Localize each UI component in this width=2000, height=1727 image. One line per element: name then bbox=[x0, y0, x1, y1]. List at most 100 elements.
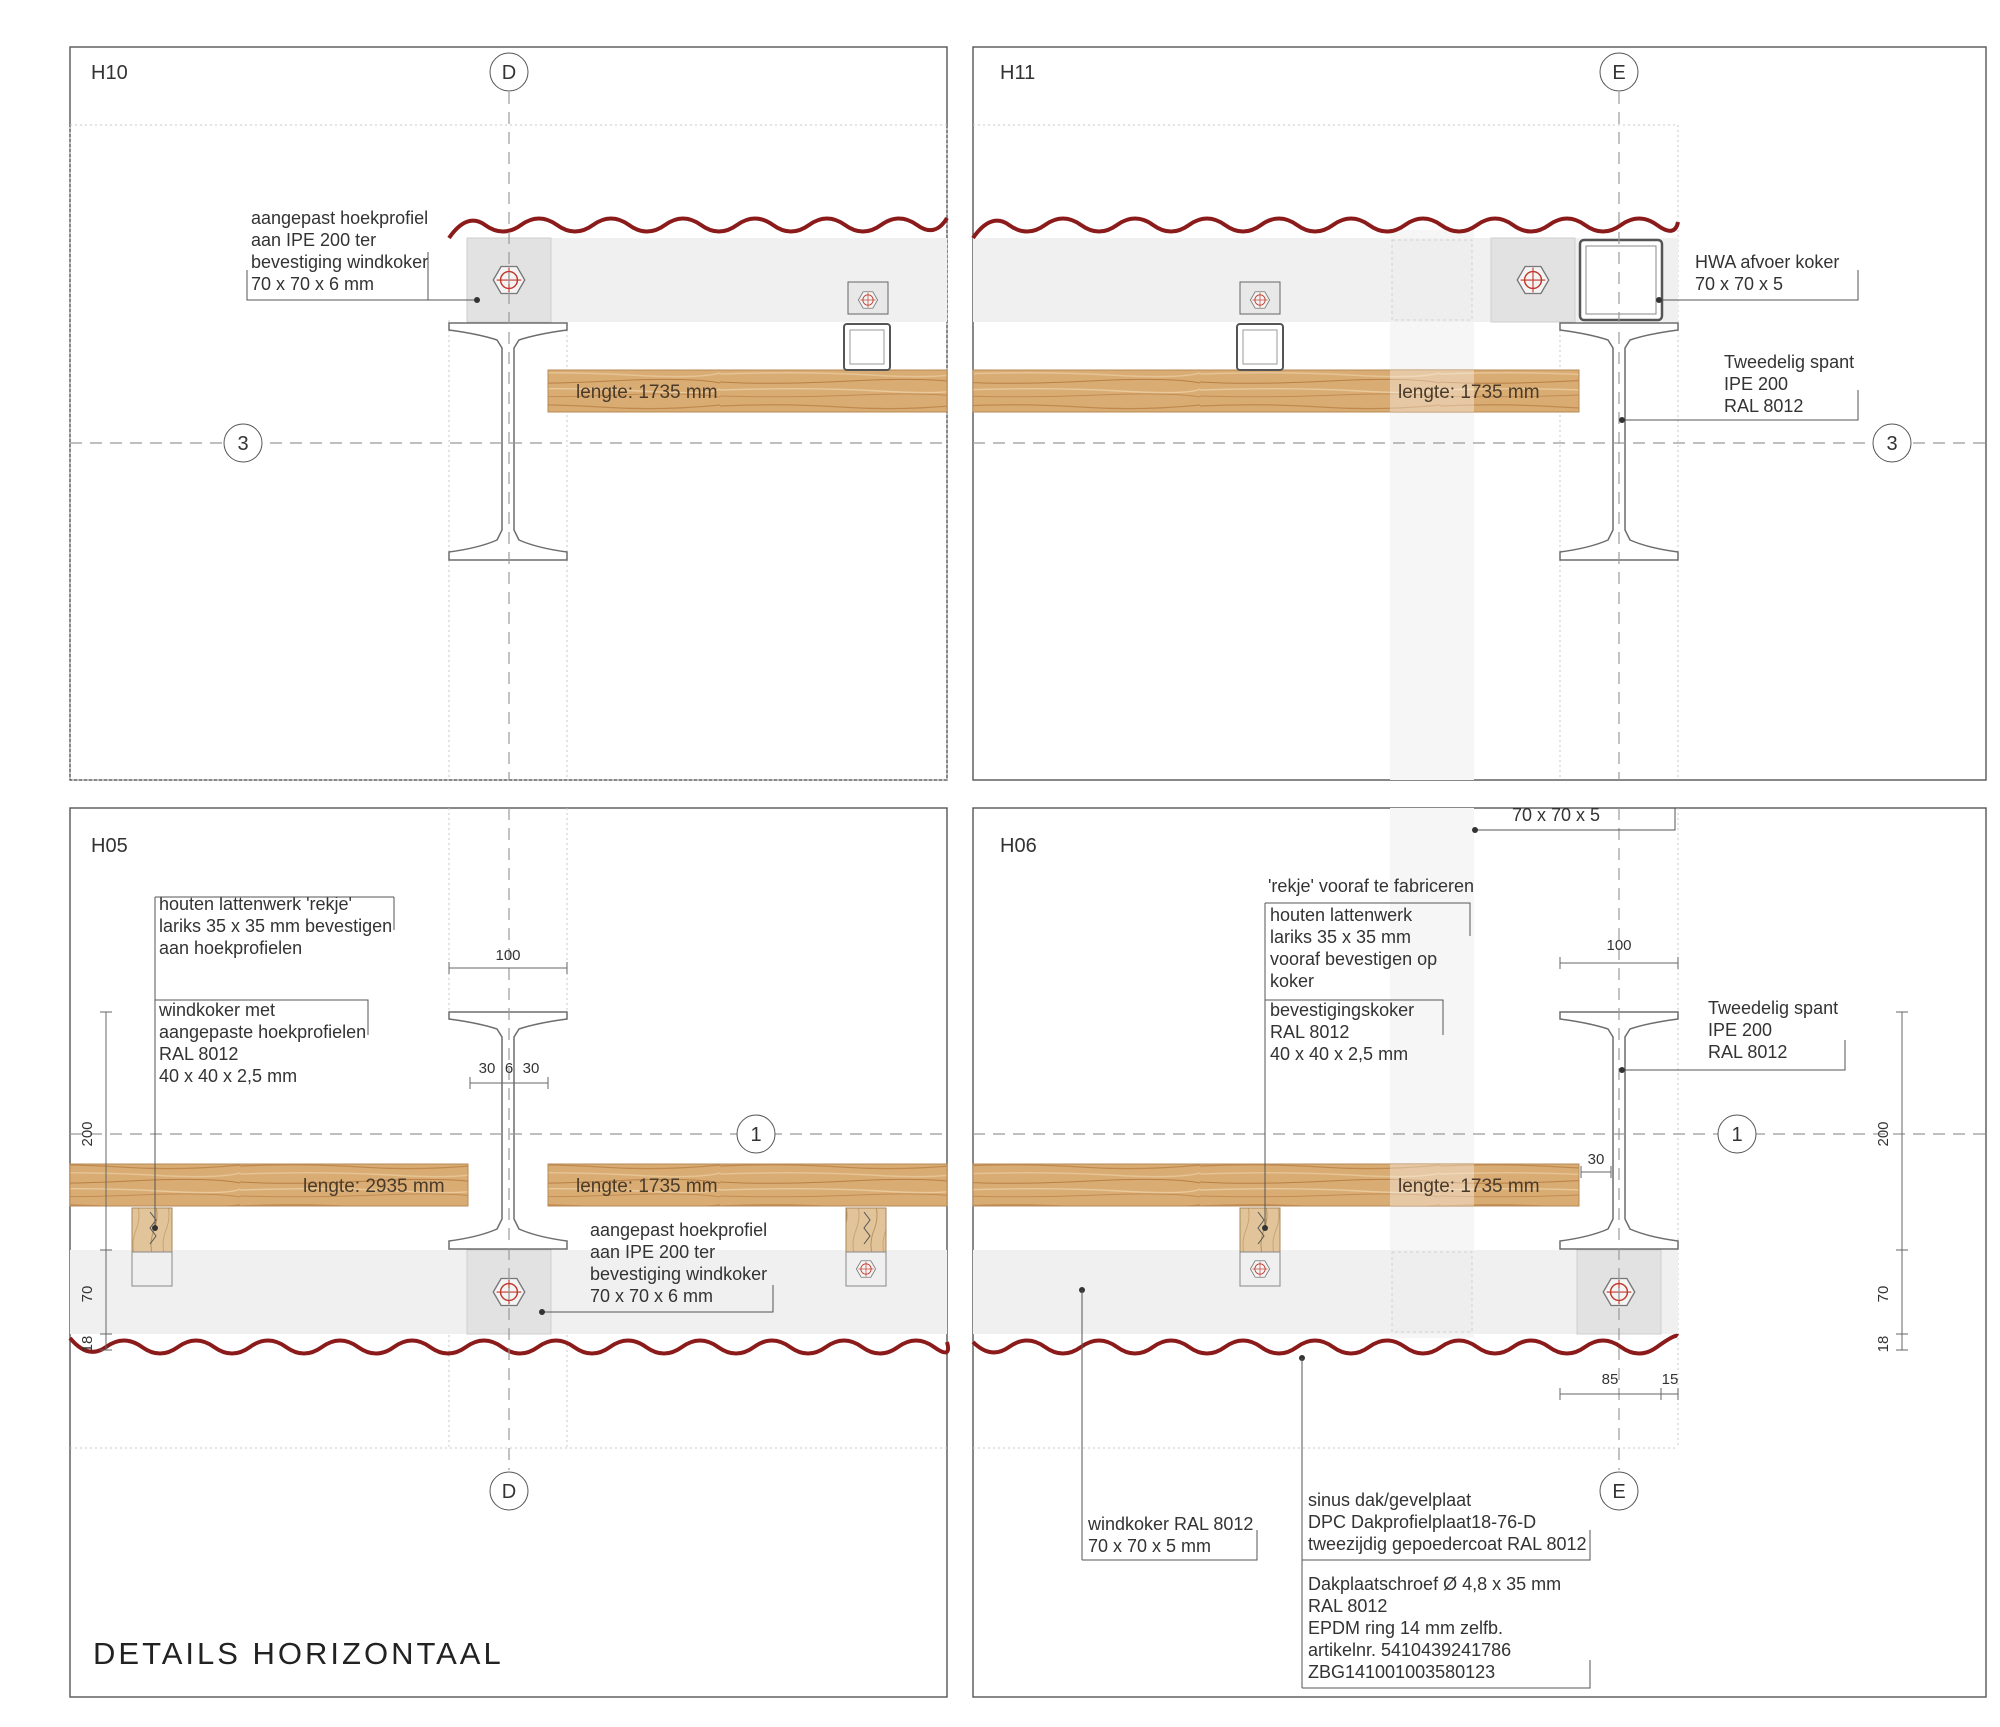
leader-dot bbox=[539, 1309, 545, 1315]
callout-bracket bbox=[155, 999, 369, 1035]
callout-line: Tweedelig spant bbox=[1724, 352, 1854, 372]
callout-line: aan IPE 200 ter bbox=[251, 230, 376, 250]
callout-line: aan IPE 200 ter bbox=[590, 1242, 715, 1262]
callout-line: 40 x 40 x 2,5 mm bbox=[1270, 1044, 1408, 1064]
callout-bracket bbox=[1475, 808, 1676, 831]
callout-sinus: sinus dak/gevelplaat DPC Dakprofielplaat… bbox=[1299, 1355, 1591, 1688]
small-bracket bbox=[1239, 281, 1281, 315]
callout-line: bevestigingskoker bbox=[1270, 1000, 1414, 1020]
dimension-vertical-left: 200 70 18 bbox=[79, 1011, 112, 1352]
callout-bracket bbox=[246, 252, 429, 301]
board-length-label: lengte: 1735 mm bbox=[1398, 1176, 1540, 1197]
dim-label: 15 bbox=[1662, 1371, 1679, 1388]
callout-bracket bbox=[1082, 1530, 1258, 1561]
dim-label: 200 bbox=[1875, 1121, 1892, 1146]
callout-line: tweezijdig gepoedercoat RAL 8012 bbox=[1308, 1534, 1587, 1554]
board-band-overlay bbox=[1390, 1164, 1474, 1206]
grid-marker-1 bbox=[1717, 1114, 1757, 1154]
grid-marker-d bbox=[489, 52, 529, 92]
dim-label: 6 bbox=[505, 1060, 513, 1077]
callout-line: sinus dak/gevelplaat bbox=[1308, 1490, 1471, 1510]
dimension-web: 30 6 30 bbox=[469, 1060, 549, 1089]
panel-h05: H05 lengte: 2935 mm lengte: 1735 mm 1 bbox=[68, 808, 951, 1671]
timber-board bbox=[972, 1163, 1580, 1207]
fixing-koker-inner bbox=[1242, 329, 1278, 365]
leader-dot bbox=[1262, 1225, 1268, 1231]
sinus-roof-sheet bbox=[447, 216, 949, 240]
panel-tag-h10: H10 bbox=[91, 62, 128, 84]
callout-line: houten lattenwerk 'rekje' bbox=[159, 894, 352, 914]
board-right-length-label: lengte: 1735 mm bbox=[576, 1176, 718, 1197]
panel-tag-h05: H05 bbox=[91, 835, 128, 857]
dim-label: 70 bbox=[1875, 1286, 1892, 1303]
callout-windkoker: windkoker RAL 8012 70 x 70 x 5 mm bbox=[1079, 1287, 1258, 1561]
callout-hoekprofiel: aangepast hoekprofiel aan IPE 200 ter be… bbox=[539, 1220, 774, 1315]
callout-bracket bbox=[1302, 1530, 1591, 1561]
callout-line: aangepaste hoekprofielen bbox=[159, 1022, 366, 1042]
callout-line: Tweedelig spant bbox=[1708, 998, 1838, 1018]
dimension-flange-width: 100 bbox=[1559, 937, 1679, 969]
ghost-koker bbox=[1391, 239, 1473, 321]
grid-marker-3 bbox=[1872, 423, 1912, 463]
callout-rekje-title: 'rekje' vooraf te fabriceren bbox=[1268, 876, 1474, 896]
timber-board-right bbox=[547, 1163, 948, 1207]
board-length-label: lengte: 1735 mm bbox=[1398, 382, 1540, 403]
panel-tag-h11: H11 bbox=[1000, 62, 1035, 84]
callout-line: HWA afvoer koker bbox=[1695, 252, 1839, 272]
grid-marker-e-label: E bbox=[1612, 1481, 1625, 1503]
sheet-title: DETAILS HORIZONTAAL bbox=[93, 1636, 504, 1671]
callout-bracket bbox=[1622, 1040, 1846, 1071]
koker-band-vertical bbox=[1390, 808, 1474, 1338]
sinus-roof-sheet bbox=[971, 216, 1680, 240]
callout-line: lariks 35 x 35 mm bbox=[1270, 927, 1411, 947]
sinus-roof-sheet bbox=[971, 1333, 1680, 1356]
callout-line: Dakplaatschroef Ø 4,8 x 35 mm bbox=[1308, 1574, 1561, 1594]
dimension-flange-width: 100 bbox=[448, 947, 568, 974]
dim-label: 100 bbox=[1606, 937, 1631, 954]
callout-lattenwerk: houten lattenwerk lariks 35 x 35 mm voor… bbox=[1262, 902, 1471, 1231]
callout-line: RAL 8012 bbox=[1308, 1596, 1387, 1616]
grid-marker-d-label: D bbox=[502, 62, 516, 84]
dimension-bottom: 85 15 bbox=[1559, 1371, 1679, 1400]
callout-hwa: HWA afvoer koker 70 x 70 x 5 bbox=[1656, 252, 1859, 303]
leader-dot bbox=[1472, 827, 1478, 833]
callout-windkoker: windkoker met aangepaste hoekprofielen R… bbox=[155, 999, 369, 1086]
callout-line: houten lattenwerk bbox=[1270, 905, 1413, 925]
callout-spant: Tweedelig spant IPE 200 RAL 8012 bbox=[1619, 352, 1859, 423]
grid-marker-e bbox=[1599, 1471, 1639, 1511]
timber-board bbox=[547, 369, 948, 413]
grid-marker-1-label: 1 bbox=[1731, 1124, 1742, 1146]
sinus-roof-sheet bbox=[68, 1336, 951, 1356]
callout-line: RAL 8012 bbox=[1724, 396, 1803, 416]
fixing-koker bbox=[843, 323, 891, 371]
callout-line: 40 x 40 x 2,5 mm bbox=[159, 1066, 297, 1086]
callout-schroef: Dakplaatschroef Ø 4,8 x 35 mm RAL 8012 E… bbox=[1302, 1574, 1591, 1689]
callout-line: IPE 200 bbox=[1708, 1020, 1772, 1040]
leader-dot bbox=[1619, 1067, 1625, 1073]
grid-marker-3-label: 3 bbox=[1886, 433, 1897, 455]
callout-bevestigingskoker: bevestigingskoker RAL 8012 40 x 40 x 2,5… bbox=[1265, 999, 1444, 1064]
dim-label: 100 bbox=[495, 947, 520, 964]
bracket-left bbox=[131, 1251, 173, 1287]
small-bracket bbox=[847, 281, 889, 315]
callout-cut-continuation: 70 x 70 x 5 bbox=[1472, 805, 1676, 833]
callout-line: RAL 8012 bbox=[159, 1044, 238, 1064]
callout-bracket bbox=[1659, 270, 1859, 301]
callout-bracket bbox=[1265, 902, 1471, 936]
bevestigingskoker bbox=[1239, 1251, 1281, 1287]
grid-marker-3-label: 3 bbox=[237, 433, 248, 455]
dimension-vertical-right: 200 70 18 bbox=[1875, 1011, 1908, 1352]
dimension-web-gap: 30 bbox=[1580, 1151, 1612, 1178]
callout-bracket bbox=[542, 1285, 774, 1313]
callout-line: DPC Dakprofielplaat18-76-D bbox=[1308, 1512, 1536, 1532]
panel-h06: H06 lengte: 1735 mm 1 E 70 x 70 x 5 bbox=[971, 805, 1986, 1689]
screw-icon bbox=[1257, 1211, 1265, 1245]
ipe-200-beam bbox=[448, 322, 568, 561]
grid-marker-d-label: D bbox=[502, 1481, 516, 1503]
panel-tag-h06: H06 bbox=[1000, 835, 1037, 857]
callout-line: IPE 200 bbox=[1724, 374, 1788, 394]
callout-line: RAL 8012 bbox=[1708, 1042, 1787, 1062]
callout-line: RAL 8012 bbox=[1270, 1022, 1349, 1042]
callout-line: aangepast hoekprofiel bbox=[590, 1220, 767, 1240]
